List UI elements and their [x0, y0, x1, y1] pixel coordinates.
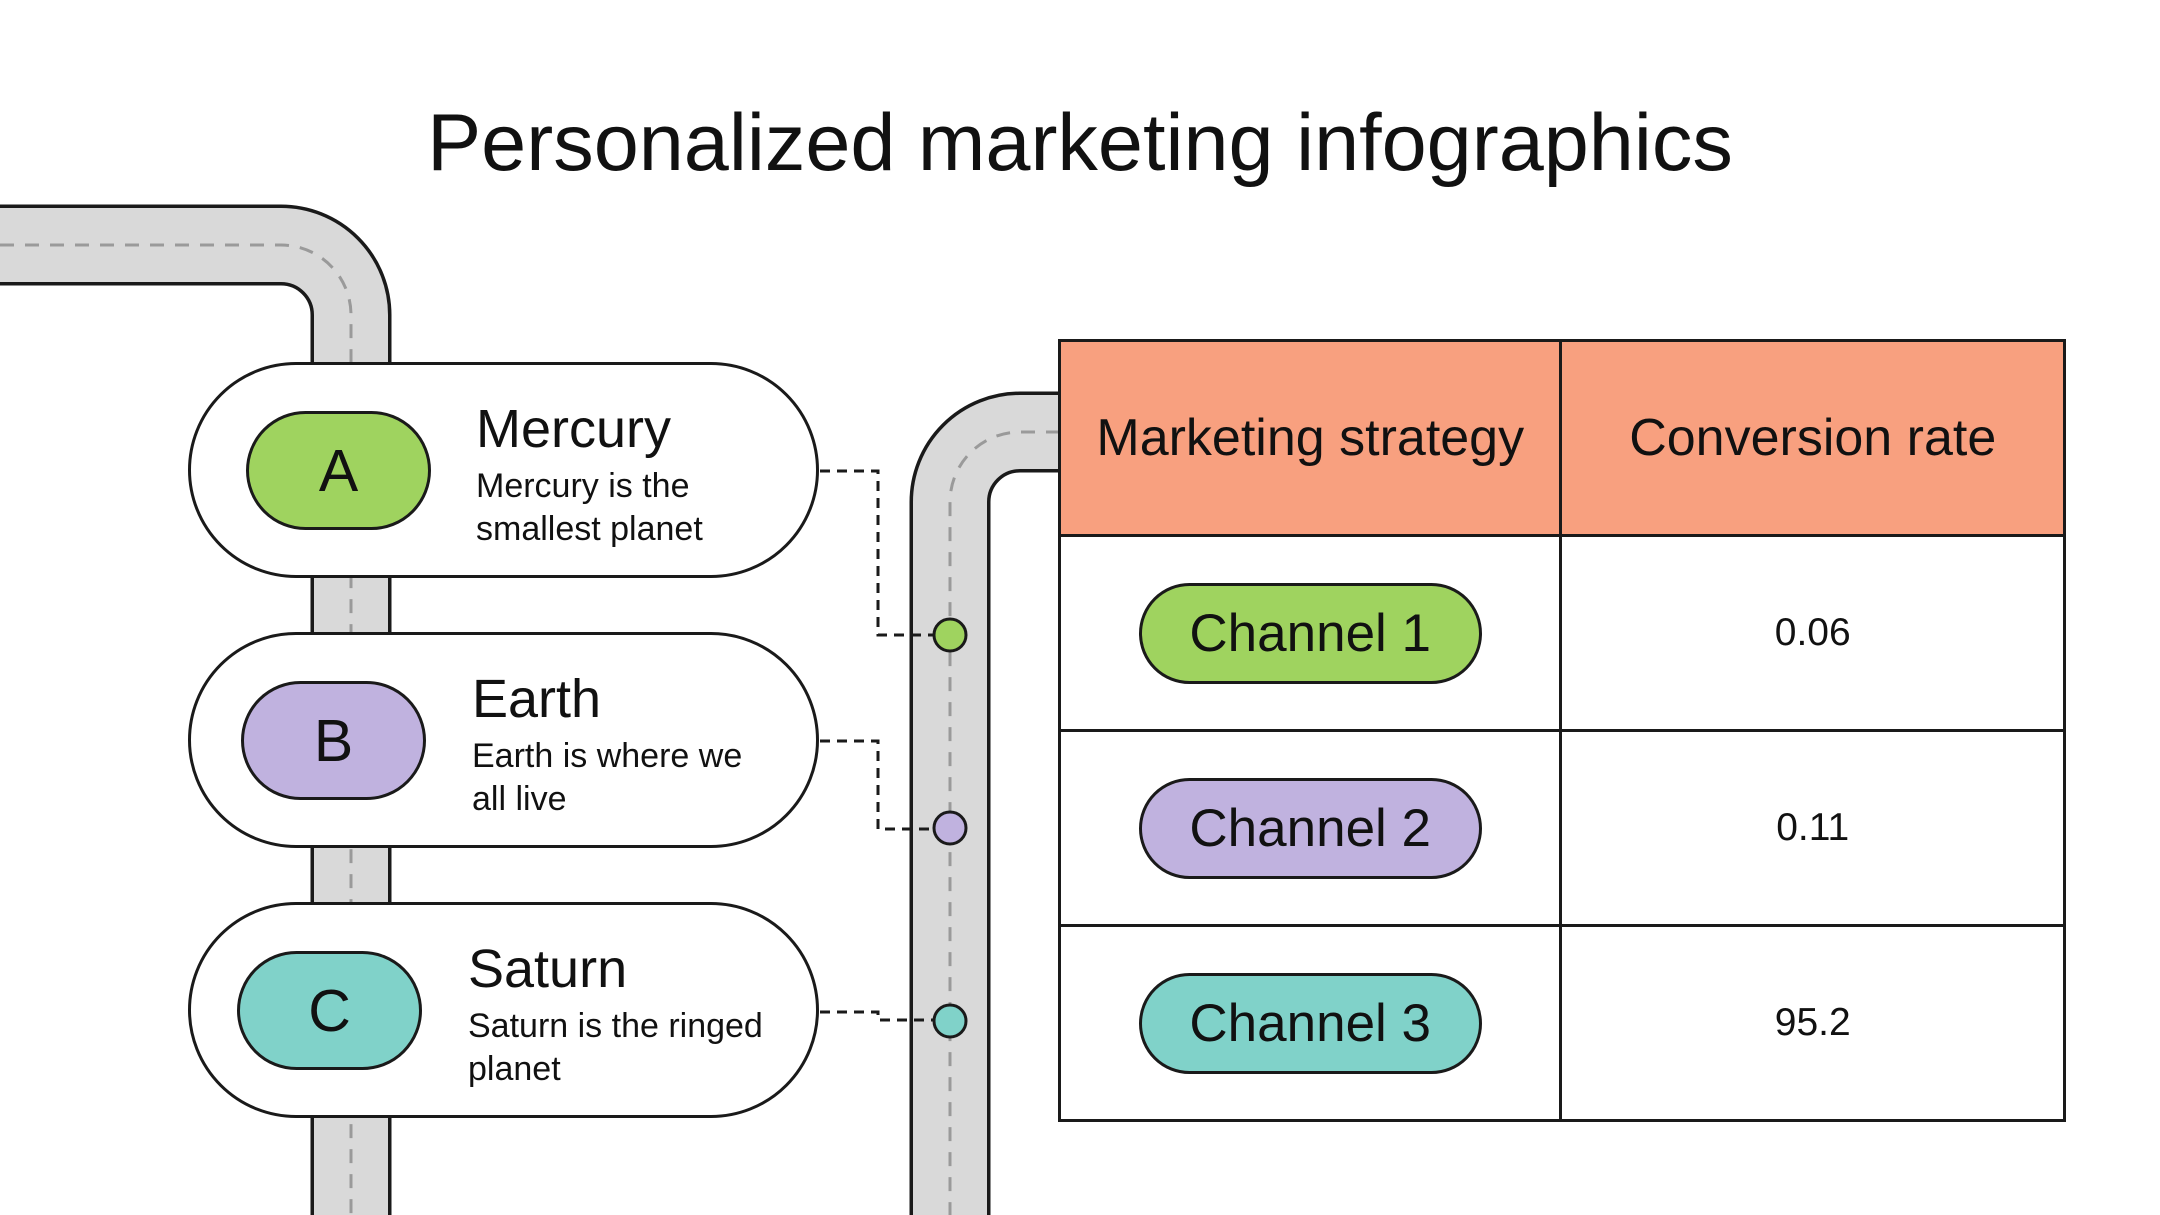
strategy-cell: Channel 3: [1057, 924, 1563, 1122]
badge-c: C: [237, 951, 422, 1070]
rate-cell: 95.2: [1559, 924, 2066, 1122]
rate-cell: 0.06: [1559, 534, 2066, 732]
channel-3-pill: Channel 3: [1138, 972, 1482, 1074]
strategy-table: Marketing strategy Conversion rate Chann…: [1057, 339, 2066, 1122]
card-description-mercury: Mercury is the smallest planet: [476, 467, 703, 548]
rate-cell: 0.11: [1559, 729, 2066, 927]
channel-1-rate: 0.06: [1774, 611, 1851, 654]
card-saturn: C Saturn Saturn is the ringed planet: [188, 902, 819, 1118]
header-conversion-rate: Conversion rate: [1559, 339, 2066, 537]
badge-b: B: [241, 681, 426, 800]
connector-b: [820, 739, 934, 831]
left-road-lane-marking: [0, 243, 353, 1215]
connector-a: [820, 469, 934, 637]
milestone-dot-b: [932, 810, 968, 846]
card-title-mercury: Mercury: [476, 399, 672, 459]
strategy-cell: Channel 1: [1057, 534, 1563, 732]
card-title-earth: Earth: [472, 669, 602, 729]
header-marketing-strategy: Marketing strategy: [1057, 339, 1563, 537]
badge-a: A: [246, 411, 431, 530]
connector-c: [820, 1010, 934, 1022]
channel-2-pill: Channel 2: [1138, 777, 1482, 879]
milestone-dot-a: [932, 617, 968, 653]
card-earth: B Earth Earth is where we all live: [188, 632, 819, 848]
milestone-dot-c: [932, 1003, 968, 1039]
strategy-cell: Channel 2: [1057, 729, 1563, 927]
table-row: Channel 3 95.2: [1057, 924, 2066, 1122]
channel-2-rate: 0.11: [1776, 806, 1850, 849]
page-title: Personalized marketing infographics: [427, 98, 1733, 188]
table-header-row: Marketing strategy Conversion rate: [1057, 339, 2066, 537]
table-row: Channel 1 0.06: [1057, 534, 2066, 732]
channel-1-pill: Channel 1: [1138, 582, 1482, 684]
card-description-saturn: Saturn is the ringed planet: [468, 1007, 763, 1088]
channel-3-rate: 95.2: [1774, 1001, 1851, 1044]
table-row: Channel 2 0.11: [1057, 729, 2066, 927]
card-title-saturn: Saturn: [468, 939, 628, 999]
card-description-earth: Earth is where we all live: [472, 737, 743, 818]
card-mercury: A Mercury Mercury is the smallest planet: [188, 362, 819, 578]
